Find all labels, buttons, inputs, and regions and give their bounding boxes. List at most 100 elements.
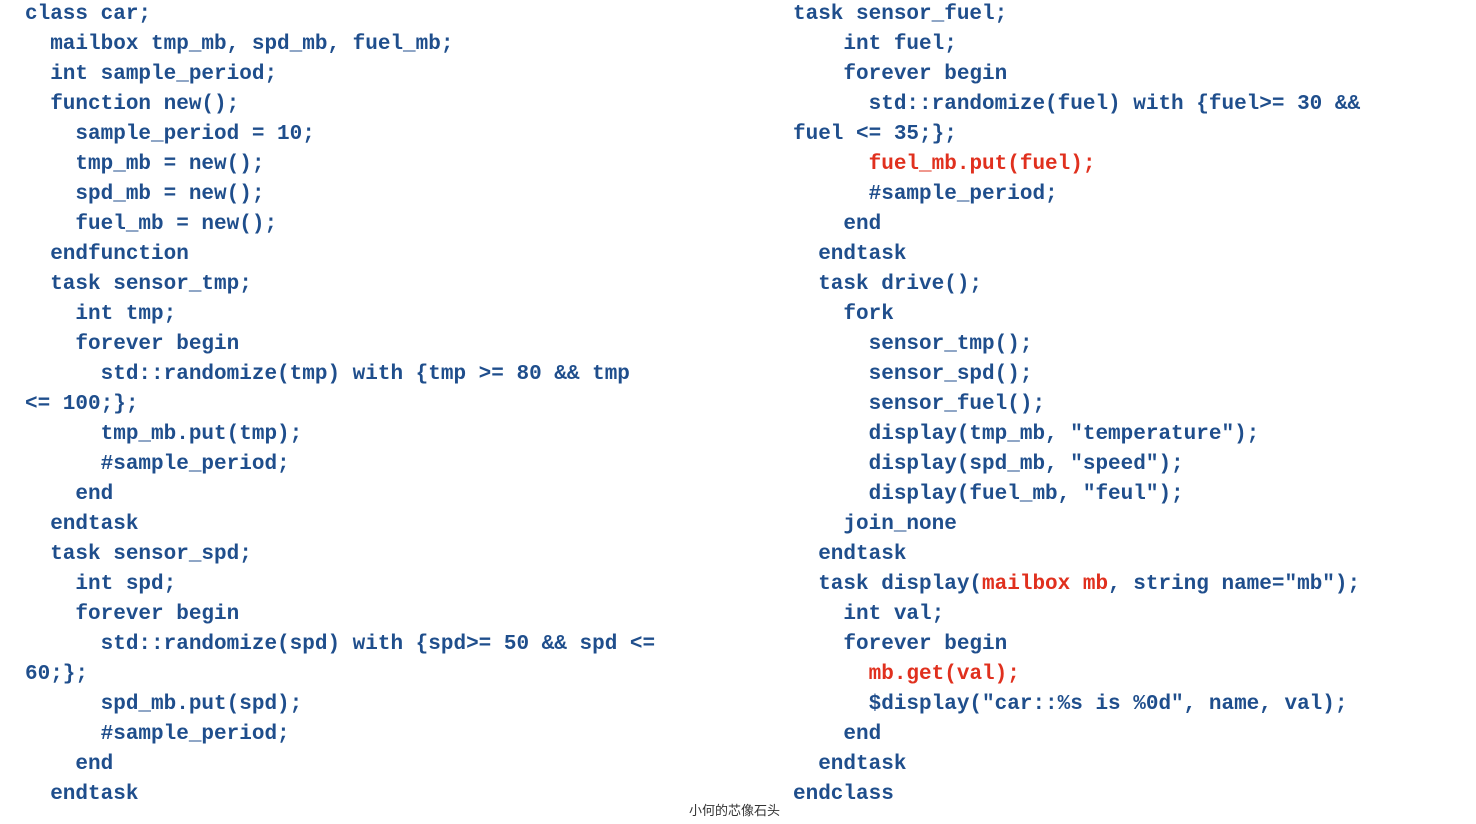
- code-line: display(tmp_mb, "temperature");: [793, 420, 1360, 450]
- code-text: int fuel;: [793, 33, 957, 56]
- code-text: fuel <= 35;};: [793, 123, 957, 146]
- code-text: [793, 153, 869, 176]
- code-text: class car;: [25, 3, 152, 26]
- code-text: task drive();: [793, 273, 983, 296]
- code-text: std::randomize(spd) with {spd>= 50 && sp…: [25, 633, 656, 656]
- code-line: mailbox tmp_mb, spd_mb, fuel_mb;: [25, 30, 655, 60]
- code-text: spd_mb.put(spd);: [25, 693, 303, 716]
- code-line: std::randomize(tmp) with {tmp >= 80 && t…: [25, 360, 655, 390]
- code-text: endtask: [793, 543, 907, 566]
- code-text: #sample_period;: [793, 183, 1058, 206]
- code-line: #sample_period;: [25, 450, 655, 480]
- code-line: mb.get(val);: [793, 660, 1360, 690]
- code-line: #sample_period;: [25, 720, 655, 750]
- code-text: fork: [793, 303, 894, 326]
- code-text: forever begin: [793, 633, 1008, 656]
- code-line: sample_period = 10;: [25, 120, 655, 150]
- code-text: end: [793, 213, 882, 236]
- code-text: spd_mb = new();: [25, 183, 265, 206]
- code-column-left: class car; mailbox tmp_mb, spd_mb, fuel_…: [25, 0, 655, 810]
- code-text: endtask: [793, 753, 907, 776]
- code-text: int val;: [793, 603, 945, 626]
- code-line: sensor_spd();: [793, 360, 1360, 390]
- code-text: mailbox tmp_mb, spd_mb, fuel_mb;: [25, 33, 454, 56]
- code-text: endtask: [793, 243, 907, 266]
- code-line: fuel_mb = new();: [25, 210, 655, 240]
- code-line: int tmp;: [25, 300, 655, 330]
- code-line: class car;: [25, 0, 655, 30]
- code-line: sensor_tmp();: [793, 330, 1360, 360]
- code-line: std::randomize(spd) with {spd>= 50 && sp…: [25, 630, 656, 660]
- code-line: fuel <= 35;};: [793, 120, 1360, 150]
- code-text: forever begin: [25, 333, 240, 356]
- code-line: end: [25, 480, 655, 510]
- code-line: end: [793, 720, 1360, 750]
- code-text: display(spd_mb, "speed");: [793, 453, 1184, 476]
- code-line: endtask: [793, 540, 1360, 570]
- code-text: endtask: [25, 783, 139, 806]
- code-text: forever begin: [793, 63, 1008, 86]
- code-text: <= 100;};: [25, 393, 139, 416]
- code-text: [793, 663, 869, 686]
- code-line: endfunction: [25, 240, 655, 270]
- code-line: task sensor_spd;: [25, 540, 655, 570]
- code-text: endclass: [793, 783, 894, 806]
- code-text: #sample_period;: [25, 723, 290, 746]
- code-line: task drive();: [793, 270, 1360, 300]
- code-line: endtask: [25, 510, 655, 540]
- code-text: endtask: [25, 513, 139, 536]
- code-text: forever begin: [25, 603, 240, 626]
- code-highlight: mailbox mb: [982, 573, 1109, 596]
- code-text: sample_period = 10;: [25, 123, 315, 146]
- code-text: 60;};: [25, 663, 89, 686]
- code-line: <= 100;};: [25, 390, 655, 420]
- code-line: int val;: [793, 600, 1360, 630]
- code-line: fuel_mb.put(fuel);: [793, 150, 1360, 180]
- code-column-right: task sensor_fuel; int fuel; forever begi…: [793, 0, 1360, 810]
- code-line: end: [25, 750, 655, 780]
- code-line: end: [793, 210, 1360, 240]
- code-line: tmp_mb.put(tmp);: [25, 420, 655, 450]
- code-line: forever begin: [793, 630, 1360, 660]
- code-text: , string name="mb");: [1108, 573, 1361, 596]
- code-line: spd_mb.put(spd);: [25, 690, 655, 720]
- code-text: fuel_mb = new();: [25, 213, 278, 236]
- code-line: std::randomize(fuel) with {fuel>= 30 &&: [793, 90, 1360, 120]
- code-line: forever begin: [793, 60, 1360, 90]
- code-text: task display(: [793, 573, 983, 596]
- code-line: task sensor_fuel;: [793, 0, 1360, 30]
- code-line: tmp_mb = new();: [25, 150, 655, 180]
- code-highlight: fuel_mb.put(fuel);: [868, 153, 1096, 176]
- code-text: int sample_period;: [25, 63, 278, 86]
- code-highlight: mb.get(val);: [868, 663, 1020, 686]
- code-text: join_none: [793, 513, 957, 536]
- code-line: fork: [793, 300, 1360, 330]
- code-text: end: [25, 483, 114, 506]
- code-line: task display(mailbox mb, string name="mb…: [793, 570, 1360, 600]
- code-line: display(spd_mb, "speed");: [793, 450, 1360, 480]
- code-line: join_none: [793, 510, 1360, 540]
- code-line: task sensor_tmp;: [25, 270, 655, 300]
- code-text: sensor_tmp();: [793, 333, 1033, 356]
- code-line: int fuel;: [793, 30, 1360, 60]
- watermark-caption: 小何的芯像石头: [689, 804, 781, 819]
- code-text: task sensor_spd;: [25, 543, 252, 566]
- code-line: function new();: [25, 90, 655, 120]
- code-text: std::randomize(fuel) with {fuel>= 30 &&: [793, 93, 1361, 116]
- code-text: sensor_spd();: [793, 363, 1033, 386]
- code-line: endtask: [793, 240, 1360, 270]
- code-text: int spd;: [25, 573, 177, 596]
- code-line: $display("car::%s is %0d", name, val);: [793, 690, 1360, 720]
- code-line: forever begin: [25, 600, 655, 630]
- code-line: endtask: [25, 780, 655, 810]
- code-line: endclass: [793, 780, 1360, 810]
- code-text: $display("car::%s is %0d", name, val);: [793, 693, 1348, 716]
- code-line: int spd;: [25, 570, 655, 600]
- code-text: sensor_fuel();: [793, 393, 1046, 416]
- code-line: spd_mb = new();: [25, 180, 655, 210]
- code-text: #sample_period;: [25, 453, 290, 476]
- code-line: #sample_period;: [793, 180, 1360, 210]
- code-line: forever begin: [25, 330, 655, 360]
- code-text: display(fuel_mb, "feul");: [793, 483, 1184, 506]
- code-text: display(tmp_mb, "temperature");: [793, 423, 1260, 446]
